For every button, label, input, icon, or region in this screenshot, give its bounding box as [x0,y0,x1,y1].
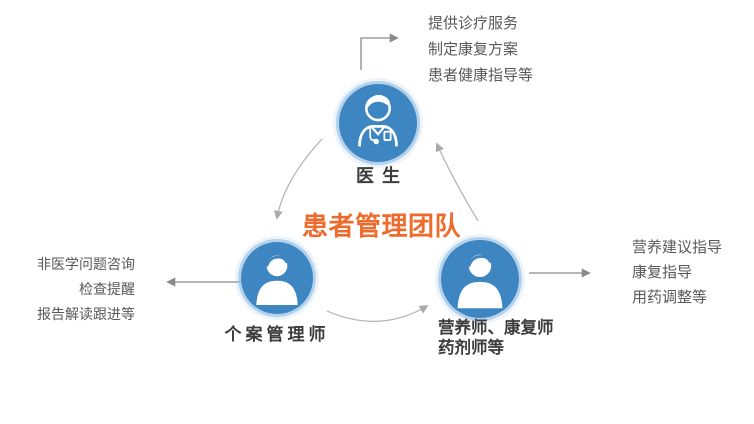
duty-item: 用药调整等 [632,289,708,306]
duty-item: 报告解读跟进等 [37,306,135,322]
duty-item: 营养建议指导 [632,239,723,256]
duty-item: 患者健康指导等 [428,67,534,84]
person-icon [457,254,503,309]
doctor-duties-list: 提供诊疗服务 制定康复方案 患者健康指导等 [428,11,533,89]
arrow-doctor-duties [360,33,399,70]
specialists-label-line1: 营养师、康复师 [438,319,554,337]
case-manager-node [241,242,313,314]
person-icon [256,255,298,305]
doctor-icon [358,94,398,147]
specialist-duties-list: 营养建议指导 康复指导 用药调整等 [632,235,722,310]
arc-case-manager-to-specialists [326,305,429,322]
diagram-title: 患者管理团队 [301,211,461,241]
duty-item: 非医学问题咨询 [37,256,135,272]
case-manager-label: 个案管理师 [224,325,330,344]
specialists-label: 营养师、康复师 药剂师等 [438,319,554,358]
doctor-label: 医生 [356,166,408,186]
doctor-node [339,84,417,162]
duty-item: 检查提醒 [79,281,135,297]
duty-item: 提供诊疗服务 [428,15,519,32]
specialists-node [441,240,519,318]
specialists-label-line2: 药剂师等 [438,338,504,357]
duty-item: 康复指导 [632,264,693,281]
case-manager-duties-list: 非医学问题咨询 检查提醒 报告解读跟进等 [18,252,135,327]
duty-item: 制定康复方案 [428,41,519,58]
